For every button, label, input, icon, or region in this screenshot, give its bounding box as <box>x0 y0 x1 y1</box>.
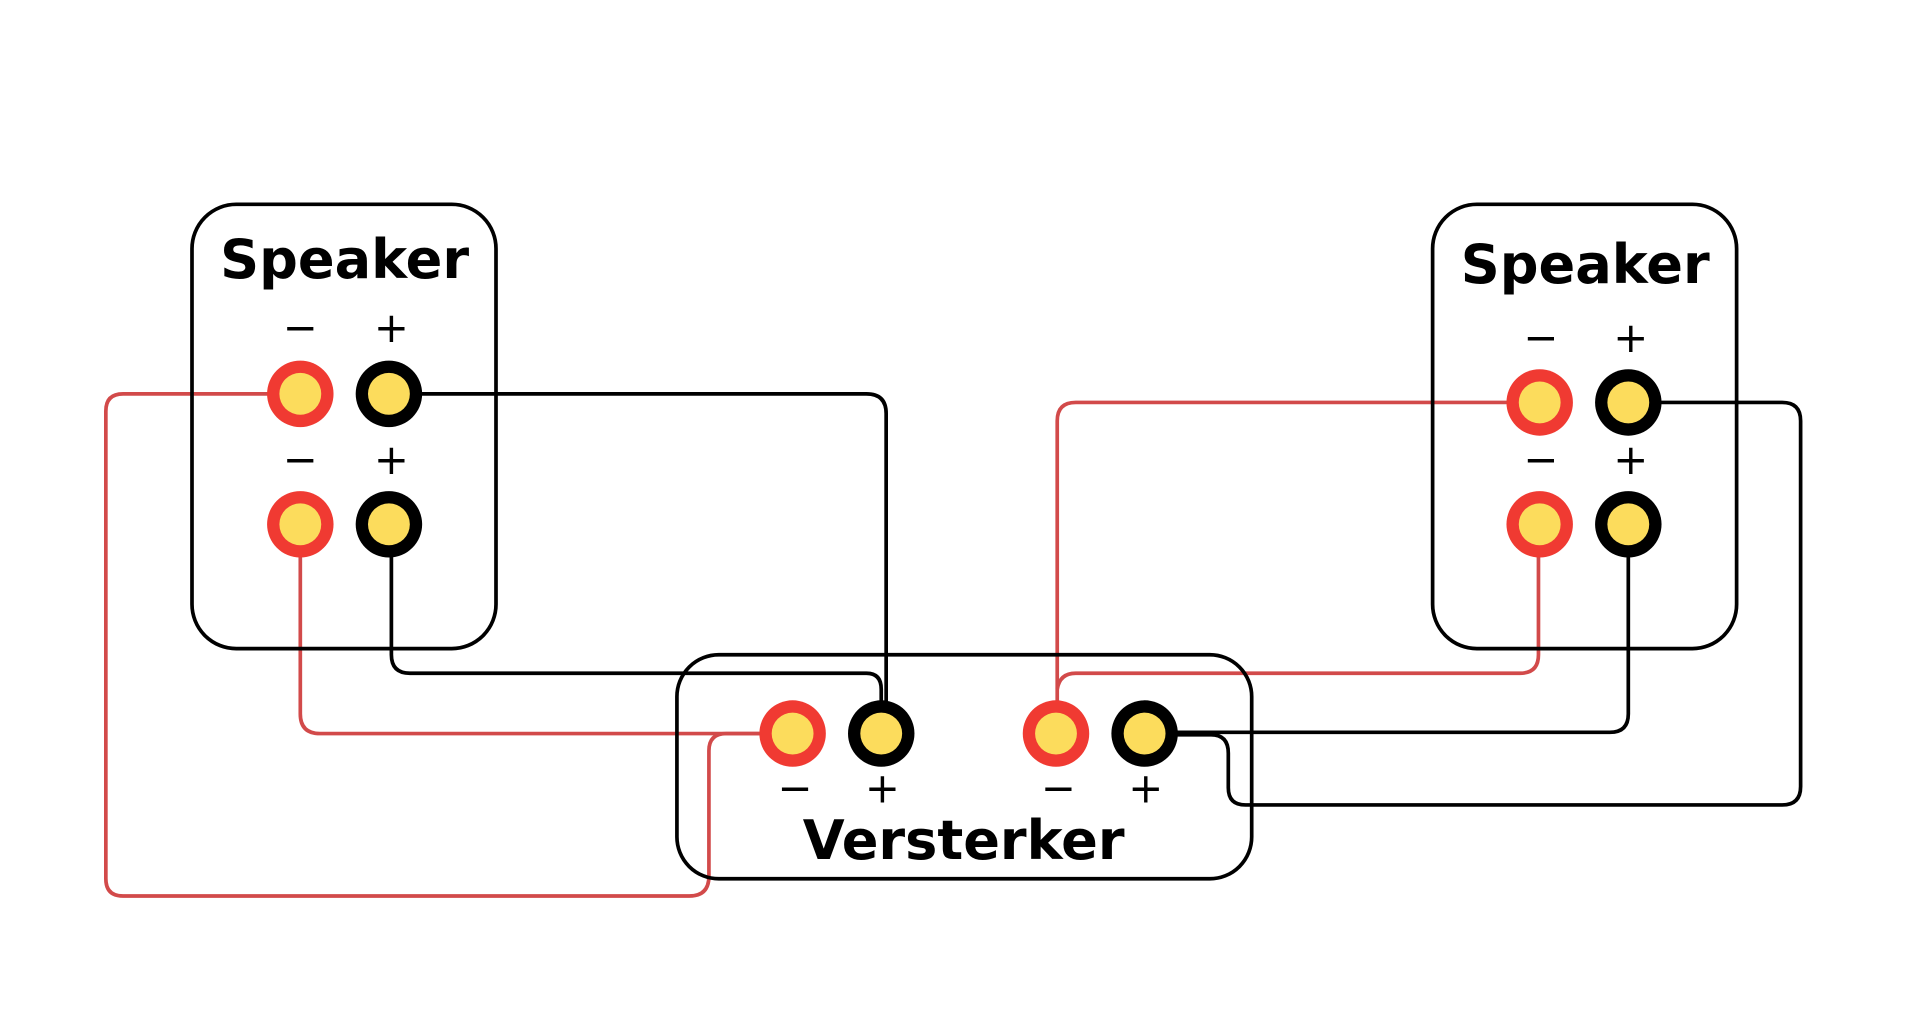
speaker-right-upper-negative-sign: − <box>1523 313 1558 362</box>
speaker-left-upper-positive-sign: + <box>374 303 409 352</box>
speaker-left-upper-negative-sign: − <box>283 303 318 352</box>
wire-left-upper-positive <box>388 392 888 734</box>
speaker-left-enclosure <box>190 202 498 651</box>
terminal-left-upper-negative <box>267 360 334 428</box>
speaker-left-lower-positive-sign: + <box>374 435 409 484</box>
speaker-right: Speaker − + − + <box>1430 202 1739 651</box>
speaker-right-label: Speaker <box>1461 233 1710 296</box>
amp-left-positive-sign: + <box>865 763 900 812</box>
speaker-right-enclosure <box>1430 202 1739 651</box>
wire-left-lower-negative <box>298 524 793 736</box>
wire-right-lower-negative <box>1055 524 1541 690</box>
amp-left-negative-sign: − <box>778 763 813 812</box>
amplifier-label: Versterker <box>803 809 1125 872</box>
wire-right-upper-negative <box>1055 400 1539 734</box>
speaker-left-label: Speaker <box>220 228 469 291</box>
amplifier: − + − + Versterker <box>675 652 1254 881</box>
terminal-right-upper-negative <box>1506 369 1573 436</box>
terminal-left-upper-positive <box>355 360 423 428</box>
terminal-amp-right-positive <box>1111 700 1178 767</box>
wire-left-upper-negative <box>104 392 793 898</box>
terminal-left-lower-positive <box>355 491 423 558</box>
speaker-left: Speaker − + − + <box>190 202 498 651</box>
amp-right-negative-sign: − <box>1041 763 1076 812</box>
terminal-amp-left-negative <box>759 700 826 767</box>
terminal-right-lower-negative <box>1506 491 1573 558</box>
amplifier-enclosure <box>675 652 1254 881</box>
wire-right-lower-positive <box>1144 524 1631 735</box>
speaker-left-lower-negative-sign: − <box>283 435 318 484</box>
terminal-amp-left-positive <box>848 700 915 767</box>
amp-right-positive-sign: + <box>1128 763 1163 812</box>
wire-left-lower-positive <box>389 524 884 734</box>
speaker-right-lower-positive-sign: + <box>1613 435 1648 484</box>
terminal-amp-right-negative <box>1022 700 1090 767</box>
speaker-right-upper-positive-sign: + <box>1613 313 1648 362</box>
wires <box>104 392 1803 898</box>
terminal-left-lower-negative <box>267 491 334 558</box>
terminal-right-upper-positive <box>1595 369 1662 436</box>
wire-right-upper-positive <box>1144 400 1803 807</box>
terminal-right-lower-positive <box>1595 491 1662 558</box>
speaker-right-lower-negative-sign: − <box>1523 435 1558 484</box>
